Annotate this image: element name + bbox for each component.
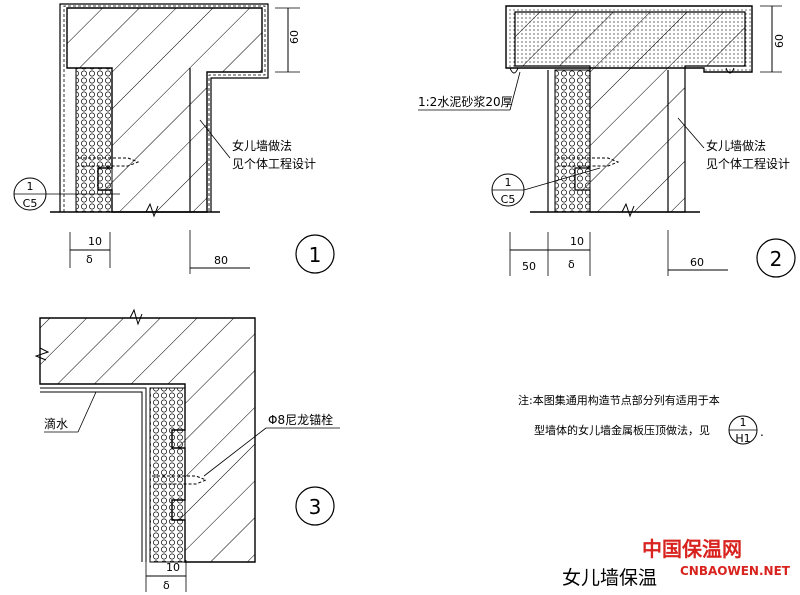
detail-3-dim-small: 10 [166,561,180,574]
detail-2-dim-right-text: 60 [690,256,704,269]
detail-1: 60 10 δ 80 女儿墙做法 见个体工程设计 1 C5 1 [13,3,335,274]
note-period: . [760,425,764,439]
detail-1-insulation [75,67,113,213]
detail-3-finish [40,387,147,562]
detail-2-dim-left: 50 [522,260,536,273]
detail-3-number: 3 [309,495,322,519]
detail-2-label-1: 女儿墙做法 [706,138,766,153]
detail-2-drip [509,67,735,74]
detail-3-anchor [152,475,208,485]
detail-1-number-circle [295,234,335,274]
detail-2-ref-leader [523,167,601,191]
note-ref-top: 1 [740,416,747,429]
detail-1-label-2: 见个体工程设计 [232,156,316,171]
detail-3-insulation [149,387,186,563]
detail-3-drip-leader [77,391,97,433]
detail-1-ref-top: 1 [27,180,34,193]
detail-1-number: 1 [309,243,322,267]
detail-3: 滴水 Φ8尼龙锚栓 10 δ 3 [34,308,340,592]
note-ref-bottom: H1 [735,432,750,445]
detail-1-break [145,202,159,218]
detail-3-anchor-leader [203,427,267,477]
detail-3-number-circle [295,486,335,526]
detail-2-mortar-leader-2 [509,71,521,111]
detail-1-ref-bottom: C5 [23,197,38,210]
drawing-title: 女儿墙保温 [562,567,657,589]
detail-2-concrete [514,11,746,213]
detail-3-drip-label: 滴水 [44,416,68,431]
detail-3-concrete [39,317,256,563]
detail-3-anchor-label: Φ8尼龙锚栓 [268,412,333,427]
detail-1-dim-right-text: 80 [214,254,228,267]
detail-2-ref-top: 1 [505,176,512,189]
detail-1-dim-delta: δ [86,253,93,266]
detail-2-dim-delta: δ [568,258,575,271]
detail-1-finish-inner [63,5,266,212]
detail-1-leader [199,119,231,159]
detail-3-break-left [34,347,50,361]
detail-2-dim-vertical: 60 [773,34,786,48]
detail-2-mortar-label: 1:2水泥砂浆20厚 [418,94,513,109]
detail-1-label-1: 女儿墙做法 [232,138,292,153]
note-line-1: 注:本图集通用构造节点部分列有适用于本 [518,393,720,407]
detail-2-number-circle [756,238,796,278]
detail-2-dim-small: 10 [570,235,584,248]
detail-3-break-top [129,308,143,326]
detail-1-finish [59,3,269,212]
detail-2-insulation [554,69,591,213]
detail-2-ref-bottom: C5 [501,193,516,206]
watermark-en: CNBAOWEN.NET [680,564,791,578]
detail-1-dim-small: 10 [88,235,102,248]
detail-2: 60 50 10 δ 60 1:2水泥砂浆20厚 女儿墙做法 见个体工程设计 1… [418,5,796,278]
detail-2-label-2: 见个体工程设计 [706,156,790,171]
note-line-2: 型墙体的女儿墙金属板压顶做法，见 [534,423,710,437]
note: 注:本图集通用构造节点部分列有适用于本 型墙体的女儿墙金属板压顶做法，见 1 H… [518,393,764,445]
detail-1-anchor [78,157,140,167]
detail-1-dim-vertical: 60 [288,30,301,44]
detail-2-anchor [557,157,620,167]
detail-2-break [621,202,635,218]
watermark-cn: 中国保温网 [642,537,742,561]
detail-2-leader [677,117,705,149]
detail-2-number: 2 [770,247,783,271]
detail-3-dim-delta: δ [163,579,170,592]
